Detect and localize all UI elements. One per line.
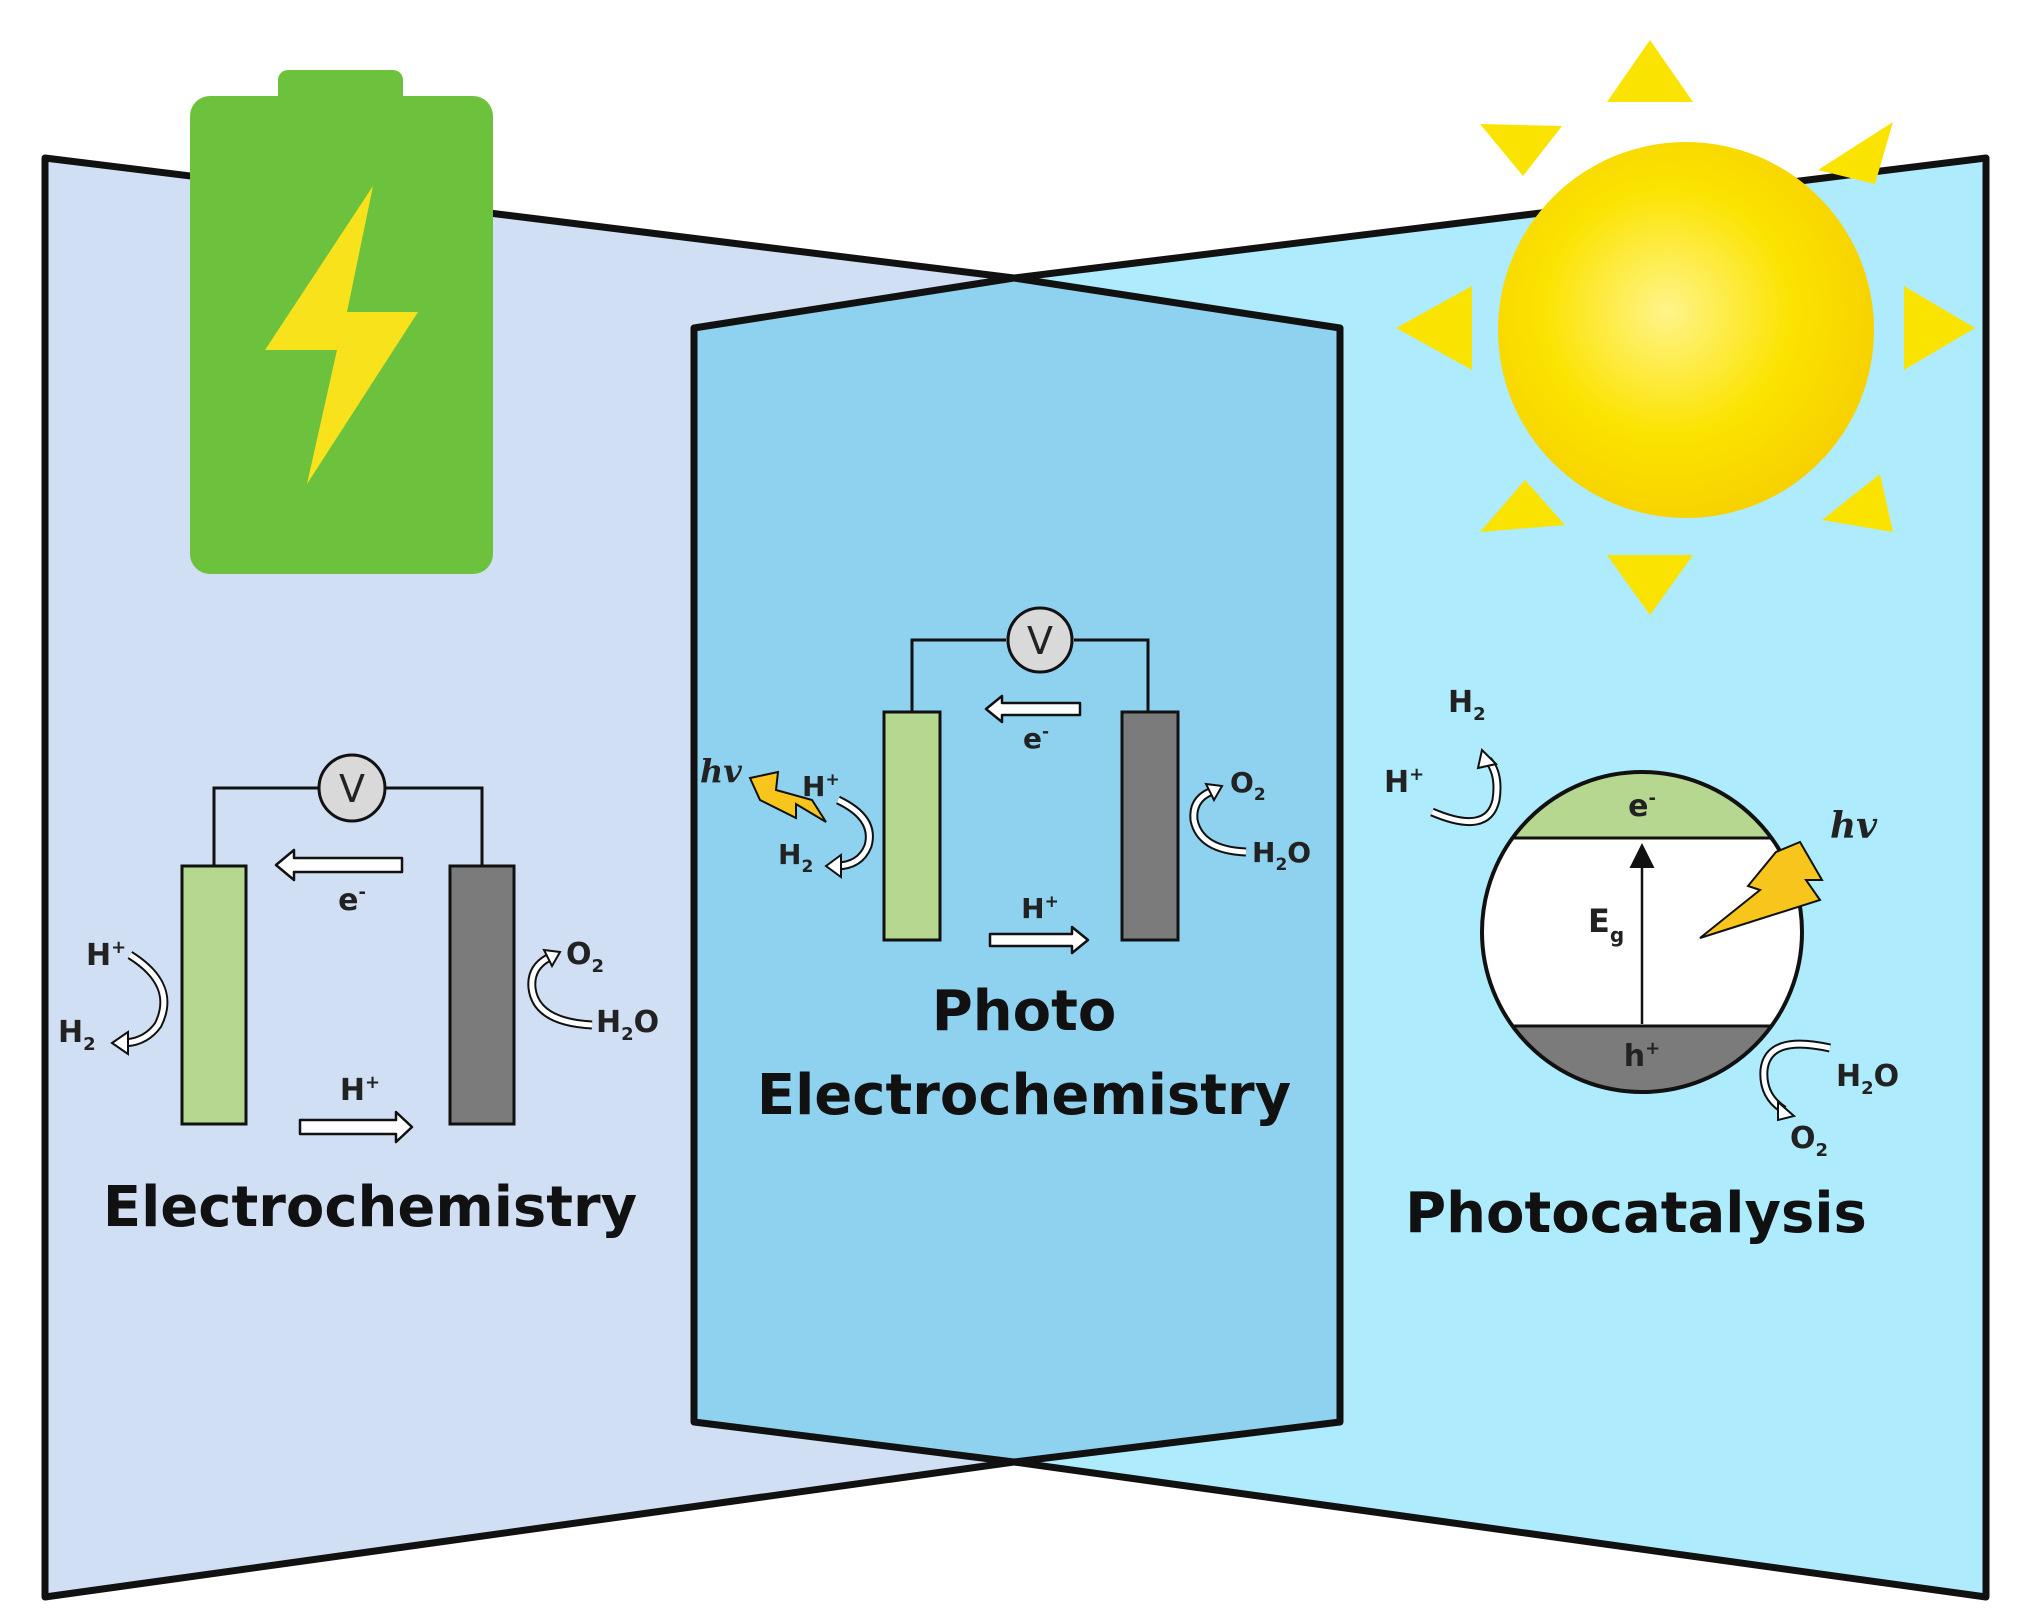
reduction-reactant-label: H+ [1384,764,1424,800]
anode-product-label: O2 [1230,766,1266,805]
anode-reactant-label: H2O [596,1005,659,1045]
reduction-product-label: H2 [1448,685,1486,725]
photoelectrochemistry-title-line1: Photo [932,979,1117,1044]
anode-product-label: O2 [566,937,604,977]
voltmeter-label: V [339,767,365,811]
lightning-icon [748,770,827,823]
battery-icon [190,70,493,574]
photoelectrochemistry-title-line2: Electrochemistry [757,1063,1291,1128]
photocathode-electrode [882,710,942,942]
photocatalysis-title: Photocatalysis [1405,1181,1867,1246]
cathode-reactant-label: H+ [802,770,840,803]
conduction-electron-label: e- [1628,788,1656,824]
voltmeter-label: V [1027,619,1053,663]
light-label: hv [1830,805,1878,847]
lightning-bolt-icon [265,186,418,484]
cathode-product-label: H2 [778,838,813,877]
bandgap-label: Eg [1588,902,1624,947]
electron-arrow-icon [274,848,404,882]
cathode-product-label: H2 [58,1015,96,1055]
electron-arrow-icon [984,694,1082,724]
photoelectrochemistry-panel [690,274,1344,1466]
voltmeter-icon [317,753,387,823]
electrochemistry-title: Electrochemistry [103,1175,637,1240]
proton-flow-label: H+ [340,1072,380,1108]
lightning-icon [1699,840,1824,939]
electron-label: e- [338,882,366,918]
proton-flow-label: H+ [1021,892,1059,925]
photoelectrochemical-cell: V e- H+ hv H+ H2 O2 H2O [700,606,1311,955]
sun-icon [1396,40,1975,615]
cathode-electrode [180,864,248,1126]
valence-hole-label: h+ [1624,1038,1660,1074]
oxidation-product-label: O2 [1790,1121,1828,1161]
anode-electrode [448,864,516,1126]
anode-reactant-label: H2O [1252,836,1311,875]
oxidation-reactant-label: H2O [1836,1059,1899,1099]
anode-electrode [1120,710,1180,942]
proton-arrow-icon [988,925,1090,955]
electron-label: e- [1023,722,1049,755]
cathode-reactant-label: H+ [86,937,126,973]
proton-arrow-icon [298,1110,414,1144]
light-label: hv [700,752,742,790]
voltmeter-icon [1006,606,1074,674]
electrochemical-cell: V e- H+ H+ H2 O2 H2O [58,753,659,1144]
